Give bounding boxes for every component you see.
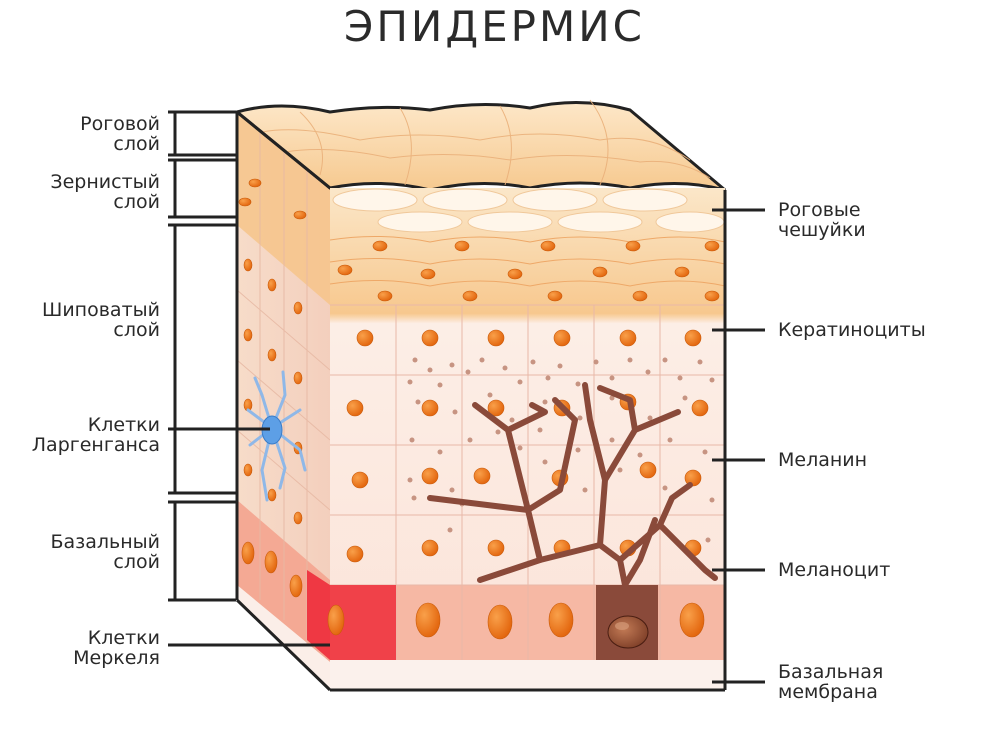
page-title: ЭПИДЕРМИС [344, 2, 645, 51]
label-stratum-granulosum: Зернистый слой [50, 171, 160, 213]
label-keratinocytes: Кератиноциты [778, 319, 926, 341]
right-leaders [712, 208, 765, 684]
melanocyte-cell [427, 382, 718, 588]
left-brackets [168, 110, 330, 647]
label-merkel-cells: Клетки Меркеля [73, 627, 160, 669]
basal-nuclei [327, 602, 705, 640]
block-front-face [307, 188, 726, 690]
label-melanocyte: Меланоцит [778, 559, 891, 581]
block-side-face [236, 112, 331, 690]
melanin-granules [407, 357, 715, 543]
label-melanin: Меланин [778, 449, 868, 471]
label-stratum-corneum: Роговой слой [80, 113, 160, 155]
granular-nuclei [238, 178, 720, 302]
label-corneocytes: Роговые чешуйки [778, 199, 866, 241]
keratinocyte-nuclei [346, 329, 709, 563]
label-stratum-basale: Базальный слой [50, 531, 160, 573]
label-basement-membrane: Базальная мембрана [778, 661, 884, 703]
label-stratum-spinosum: Шиповатый слой [42, 299, 160, 341]
label-langerhans-cells: Клетки Ларгенганса [31, 414, 160, 456]
block-outline [235, 110, 727, 692]
